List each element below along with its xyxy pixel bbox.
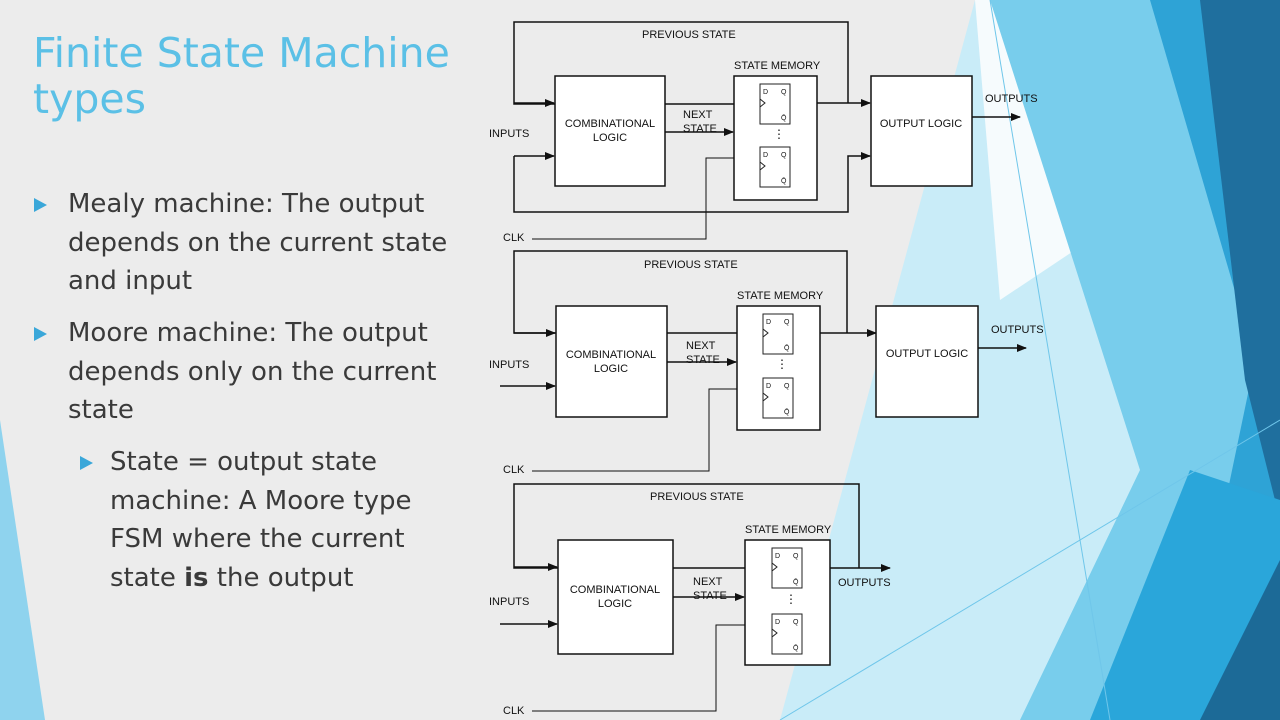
- ellipsis-label: ⋮: [776, 357, 788, 371]
- state-memory-label: STATE MEMORY: [745, 524, 832, 536]
- comb-logic-label-2: LOGIC: [598, 598, 632, 610]
- comb-logic-label-2: LOGIC: [594, 363, 628, 375]
- clk-label: CLK: [503, 464, 525, 476]
- inputs-label: INPUTS: [489, 359, 529, 371]
- next-state-label-1: NEXT: [683, 109, 713, 121]
- next-state-label-2: STATE: [686, 354, 720, 366]
- slide-title: Finite State Machine types: [33, 29, 450, 123]
- bullet-arrow-icon: [34, 198, 47, 212]
- flip-flop-icon: [762, 313, 794, 355]
- bullet-text: Mealy machine: The output depends on the…: [68, 189, 448, 296]
- previous-state-label: PREVIOUS STATE: [650, 491, 744, 503]
- next-state-label-2: STATE: [683, 123, 717, 135]
- mealy-diagram: [513, 21, 1021, 240]
- bullet-emphasis: is: [184, 562, 209, 593]
- comb-logic-label-1: COMBINATIONAL: [570, 584, 660, 596]
- bullet-arrow-icon: [80, 456, 93, 470]
- next-state-label-1: NEXT: [693, 576, 723, 588]
- output-logic-label: OUTPUT LOGIC: [886, 348, 968, 360]
- clk-line: [532, 624, 750, 712]
- output-logic-box: [875, 305, 979, 418]
- ellipsis-label: ⋮: [773, 127, 785, 141]
- outputs-label: OUTPUTS: [985, 93, 1038, 105]
- next-state-label-2: STATE: [693, 590, 727, 602]
- flip-flop-icon: [759, 83, 791, 125]
- bullet-arrow-icon: [34, 327, 47, 341]
- outputs-label: OUTPUTS: [991, 324, 1044, 336]
- right-panel-dark: [1200, 0, 1280, 520]
- state-memory-label: STATE MEMORY: [737, 290, 824, 302]
- inputs-label: INPUTS: [489, 128, 529, 140]
- combinational-logic-box: [557, 539, 674, 655]
- previous-state-label: PREVIOUS STATE: [642, 29, 736, 41]
- moore-diagram: [500, 250, 1027, 472]
- bullet-text: State = output state machine: A Moore ty…: [110, 447, 412, 593]
- clk-label: CLK: [503, 705, 525, 717]
- bullet-moore: Moore machine: The output depends only o…: [34, 314, 448, 430]
- combinational-logic-box: [555, 305, 668, 418]
- thin-line-1: [989, 0, 1111, 720]
- clk-label: CLK: [503, 232, 525, 244]
- comb-logic-label-2: LOGIC: [593, 132, 627, 144]
- combinational-logic-box: [554, 75, 666, 187]
- output-logic-box: [870, 75, 973, 187]
- left-accent-shape: [0, 420, 45, 720]
- next-state-label-1: NEXT: [686, 340, 716, 352]
- flip-flop-icon: [762, 377, 794, 419]
- bullet-text: the output: [208, 562, 354, 593]
- comb-logic-label-1: COMBINATIONAL: [566, 349, 656, 361]
- previous-state-label: PREVIOUS STATE: [644, 259, 738, 271]
- flip-flop-icon: [771, 547, 803, 589]
- clk-line: [532, 157, 740, 240]
- bullet-text: Moore machine: The output depends only o…: [68, 318, 437, 425]
- thin-line-2: [779, 419, 1280, 720]
- output-logic-label: OUTPUT LOGIC: [880, 118, 962, 130]
- state-memory-label: STATE MEMORY: [734, 60, 821, 72]
- flip-flop-icon: [759, 146, 791, 188]
- bullet-state-output: State = output state machine: A Moore ty…: [80, 443, 460, 597]
- inputs-label: INPUTS: [489, 596, 529, 608]
- input-bypass-line: [513, 152, 871, 213]
- outputs-label: OUTPUTS: [838, 577, 891, 589]
- clk-line: [532, 388, 743, 472]
- ellipsis-label: ⋮: [785, 592, 797, 606]
- bullet-list: Mealy machine: The output depends on the…: [0, 0, 480, 720]
- comb-logic-label-1: COMBINATIONAL: [565, 118, 655, 130]
- flip-flop-icon: [771, 613, 803, 655]
- right-panel-bottom-dark: [1200, 560, 1280, 720]
- bullet-mealy: Mealy machine: The output depends on the…: [34, 185, 448, 301]
